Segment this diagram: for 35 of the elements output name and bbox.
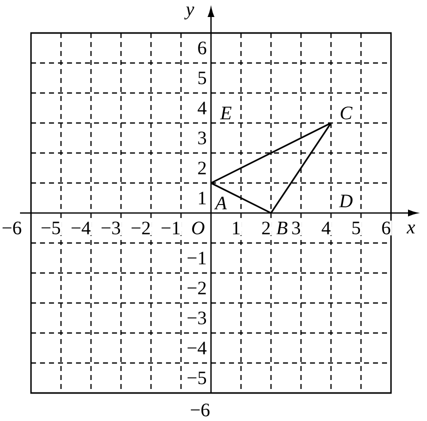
tick-label: −4 [186,340,208,356]
tick-label: −5 [186,370,208,386]
tick-label: 1 [230,220,242,236]
tick-label: −4 [70,220,92,236]
tick-label: 2 [196,160,208,176]
tick-label: 5 [350,220,362,236]
tick-label: −2 [130,220,152,236]
tick-label: 1 [196,190,208,206]
tick-label: 5 [196,70,208,86]
point-label: E [219,106,233,120]
tick-label: −2 [186,280,208,296]
triangle-side [210,122,332,184]
point-label: D [338,194,354,208]
tick-label: −3 [186,310,208,326]
tick-label: −3 [100,220,122,236]
tick-label: 3 [196,130,208,146]
tick-label: −1 [186,250,208,266]
tick-label: −6 [188,402,212,418]
tick-label: 2 [260,220,272,236]
tick-label: 6 [196,40,208,56]
vertex-label: C [338,106,354,120]
vertex-label: B [275,220,289,236]
tick-label: 4 [320,220,332,236]
triangle-side [210,182,272,214]
tick-label: 6 [380,220,392,236]
axis-label: y [184,6,196,20]
tick-label: 4 [196,100,208,116]
tick-label: 3 [290,220,302,236]
tick-label: −5 [40,220,62,236]
tick-label: −1 [160,220,182,236]
triangle-side [270,122,332,214]
axis-label: x [406,224,416,234]
origin-label: O [190,220,206,236]
vertex-label: A [214,196,228,210]
tick-label: −6 [0,220,23,236]
